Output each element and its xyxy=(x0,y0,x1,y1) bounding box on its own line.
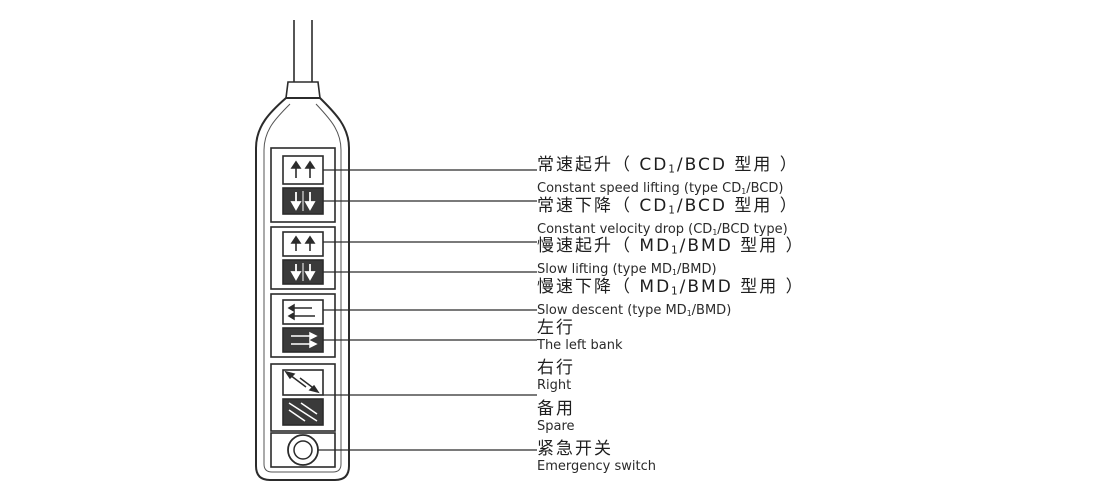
label-en: The left bank xyxy=(537,338,623,353)
label-en: Spare xyxy=(537,419,575,434)
label-en: Slow descent (type MD1/BMD) xyxy=(537,302,732,318)
label-cn: 右行 xyxy=(537,358,575,378)
right-travel-button[interactable] xyxy=(282,327,324,353)
label-slow-descent: 慢速下降（ MD1/BMD 型用 ） Slow descent (type MD… xyxy=(537,277,805,321)
double-down-arrow-icon xyxy=(290,191,316,211)
label-en: Constant velocity drop (CD1/BCD type) xyxy=(537,221,788,237)
left-travel-button[interactable] xyxy=(282,299,324,325)
constant-velocity-drop-button[interactable] xyxy=(282,187,324,215)
button-panel-speed xyxy=(270,147,336,223)
pendant-neck xyxy=(285,81,321,99)
label-cn: 慢速下降（ MD1/BMD 型用 ） xyxy=(537,277,805,298)
label-constant-speed-lifting: 常速起升（ CD1/BCD 型用 ） Constant speed liftin… xyxy=(537,155,799,199)
label-left-travel: 左行 The left bank xyxy=(537,318,622,354)
left-right-arrows-icon xyxy=(291,331,318,349)
label-constant-velocity-drop: 常速下降（ CD1/BCD 型用 ） Constant velocity dro… xyxy=(537,196,799,240)
label-cn: 备用 xyxy=(537,399,575,419)
label-cn: 常速起升（ CD1/BCD 型用 ） xyxy=(537,155,799,176)
label-slow-lifting: 慢速起升（ MD1/BMD 型用 ） Slow lifting (type MD… xyxy=(537,236,805,280)
emergency-switch-button[interactable] xyxy=(287,434,319,466)
slow-lifting-button[interactable] xyxy=(282,231,324,257)
button-panel-slow xyxy=(270,226,336,290)
label-en: Right xyxy=(537,378,572,393)
slow-descent-button[interactable] xyxy=(282,259,324,285)
label-en: Emergency switch xyxy=(537,459,656,474)
diagonal-arrows-icon xyxy=(288,402,318,422)
pendant-cable xyxy=(293,20,313,82)
pendant-housing-inner xyxy=(263,103,342,473)
left-right-arrows-icon xyxy=(287,303,315,321)
double-up-arrow-icon xyxy=(290,235,316,251)
label-emergency-switch: 紧急开关 Emergency switch xyxy=(537,439,656,475)
constant-speed-lifting-button[interactable] xyxy=(282,155,324,185)
spare-button-upper[interactable] xyxy=(282,369,324,396)
diagonal-arrows-icon xyxy=(284,370,320,394)
label-cn: 常速下降（ CD1/BCD 型用 ） xyxy=(537,196,799,217)
button-panel-cross xyxy=(270,363,336,432)
label-cn: 左行 xyxy=(537,318,575,338)
label-cn: 慢速起升（ MD1/BMD 型用 ） xyxy=(537,236,805,257)
spare-button-lower[interactable] xyxy=(282,398,324,426)
leader-lines xyxy=(318,169,537,451)
double-down-arrow-icon xyxy=(290,263,316,281)
double-up-arrow-icon xyxy=(290,160,316,178)
label-spare: 备用 Spare xyxy=(537,399,575,435)
label-cn: 紧急开关 xyxy=(537,439,613,459)
label-right-travel: 右行 Right xyxy=(537,358,575,394)
label-en: Slow lifting (type MD1/BMD) xyxy=(537,261,717,277)
button-panel-travel xyxy=(270,293,336,358)
label-en: Constant speed lifting (type CD1/BCD) xyxy=(537,180,784,196)
